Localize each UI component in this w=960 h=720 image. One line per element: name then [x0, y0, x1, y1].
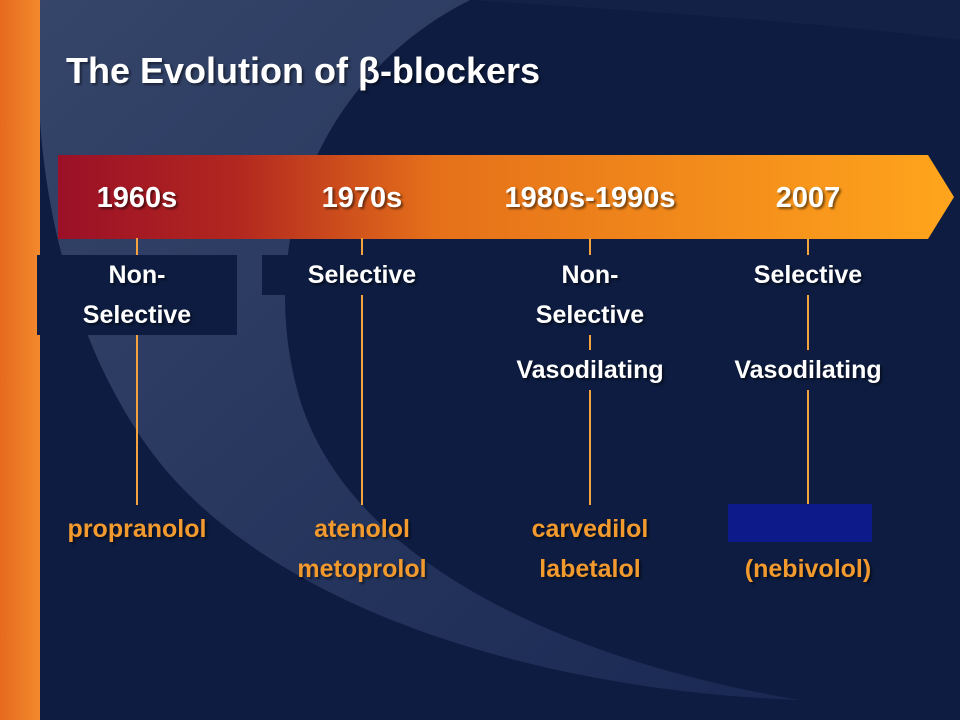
- era-label-1970s: 1970s: [321, 182, 403, 214]
- timeline-stem-1970s: [361, 238, 363, 505]
- class-label-1970s-0: Selective: [262, 255, 462, 295]
- drug-name: metoprolol: [297, 555, 427, 583]
- class-label-2007-1: Vasodilating: [708, 350, 908, 390]
- drug-name: atenolol: [314, 515, 410, 543]
- redaction-box: [728, 504, 872, 542]
- drug-name: labetalol: [539, 555, 641, 583]
- drug-list-1980s-1990s: carvedilol labetalol: [490, 509, 690, 589]
- class-label-1960s-0: Non- Selective: [37, 255, 237, 335]
- timeline-stem-1960s: [136, 238, 138, 505]
- drug-name: propranolol: [67, 515, 207, 543]
- left-accent-bar: [0, 0, 40, 720]
- era-label-1960s: 1960s: [96, 182, 178, 214]
- timeline-arrow: [58, 155, 954, 239]
- drug-name: carvedilol: [531, 515, 649, 543]
- drug-name: (nebivolol): [744, 555, 872, 583]
- drug-list-1970s: atenolol metoprolol: [262, 509, 462, 589]
- era-label-1980s-1990s: 1980s-1990s: [504, 182, 676, 214]
- class-label-1980s-1990s-0: Non- Selective: [490, 255, 690, 335]
- slide-title: The Evolution of β-blockers: [66, 50, 541, 91]
- drug-list-2007: (nebivolol): [708, 509, 908, 589]
- era-label-2007: 2007: [775, 182, 841, 214]
- class-label-2007-0: Selective: [708, 255, 908, 295]
- drug-list-1960s: propranolol: [37, 509, 237, 549]
- class-label-1980s-1990s-1: Vasodilating: [490, 350, 690, 390]
